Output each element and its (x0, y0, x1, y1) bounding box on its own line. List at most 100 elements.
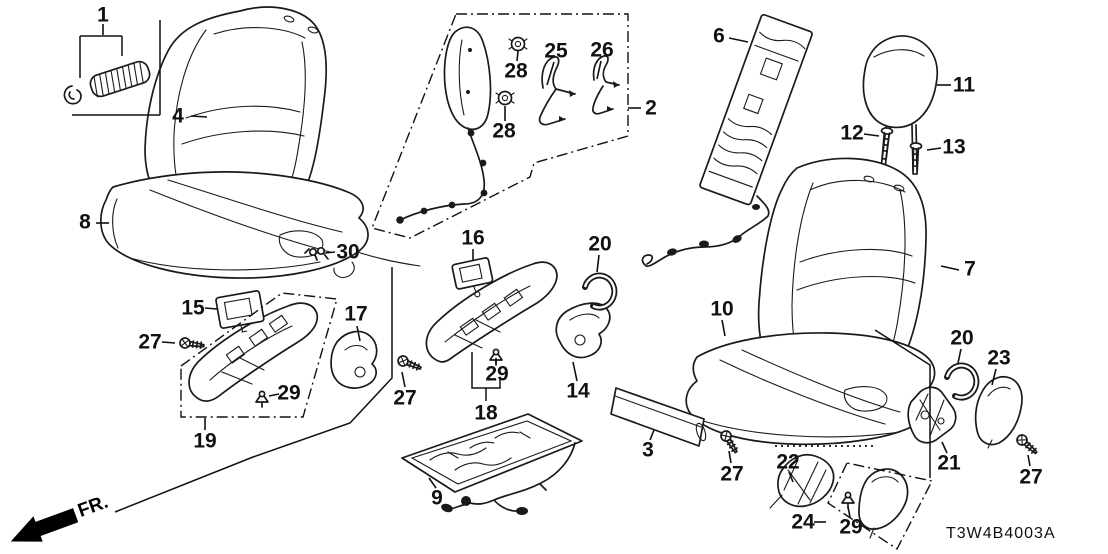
side-panel-inner-sketch (425, 261, 558, 363)
diagram-line (874, 329, 931, 478)
leader-line (728, 37, 749, 43)
callout-29[interactable]: 29 (485, 363, 508, 386)
callout-21[interactable]: 21 (937, 452, 961, 475)
fr-arrow: FR. (10, 492, 111, 542)
heater-pad-back-sketch (641, 13, 813, 268)
leader-line (428, 477, 437, 489)
cover-17-sketch (330, 330, 378, 389)
diagram-line (180, 292, 338, 418)
ring-20-sketch (582, 272, 618, 311)
headrest-guide-sketch (880, 127, 894, 160)
leader-line (1027, 454, 1031, 467)
diagram-line (827, 462, 934, 551)
callout-24[interactable]: 24 (791, 511, 815, 534)
leader-line (356, 325, 361, 342)
trim-strip-3-sketch (610, 387, 707, 447)
callout-4[interactable]: 4 (172, 105, 184, 128)
leader-line (546, 61, 555, 86)
leader-line (957, 348, 962, 364)
callout-25[interactable]: 25 (544, 40, 568, 63)
leader-line (721, 319, 726, 337)
callout-3[interactable]: 3 (642, 439, 654, 462)
switch-15-sketch (215, 290, 265, 333)
screw-sketch (1016, 434, 1038, 455)
clip-30-sketch (304, 246, 329, 261)
fr-arrow-icon (10, 508, 79, 542)
leader-line (847, 506, 851, 518)
callout-20[interactable]: 20 (588, 233, 611, 256)
leader-line (401, 371, 406, 388)
leader-line (596, 254, 600, 273)
leader-line (572, 361, 578, 382)
callout-28[interactable]: 28 (504, 60, 528, 83)
airbag-module-sketch (396, 26, 492, 224)
bracket-21-sketch (907, 386, 957, 444)
leader-line (728, 450, 732, 464)
diagram-code: T3W4B4003A (946, 525, 1056, 542)
leader-line (596, 60, 602, 80)
screw-sketch (720, 430, 738, 454)
switch-16-sketch (451, 257, 494, 298)
callout-30[interactable]: 30 (336, 241, 359, 264)
callout-27[interactable]: 27 (393, 387, 416, 410)
leader-line (926, 147, 942, 151)
leader-line (324, 251, 336, 254)
callout-27[interactable]: 27 (138, 331, 161, 354)
callout-7[interactable]: 7 (964, 258, 976, 281)
leader-line (204, 307, 218, 310)
callout-28[interactable]: 28 (492, 120, 516, 143)
leader-line (940, 265, 960, 271)
leader-line (516, 50, 519, 62)
ring-20-sketch (944, 362, 980, 401)
callout-12[interactable]: 12 (840, 122, 863, 145)
callout-14[interactable]: 14 (566, 380, 590, 403)
clip-sketch (255, 390, 269, 408)
callout-16[interactable]: 16 (461, 227, 484, 250)
screw-sketch (179, 337, 205, 350)
bracket-26-sketch (592, 55, 620, 115)
headrest-guide-sketch (909, 142, 923, 175)
callout-9[interactable]: 9 (431, 487, 443, 510)
seat-cushion-right-sketch (685, 332, 936, 446)
callout-18[interactable]: 18 (474, 402, 498, 425)
callout-17[interactable]: 17 (344, 303, 367, 326)
leader-line (788, 471, 794, 483)
seat-cushion-left-sketch (100, 171, 369, 279)
callout-20[interactable]: 20 (950, 327, 973, 350)
side-panel-outer-sketch (188, 302, 319, 402)
callout-19[interactable]: 19 (193, 430, 216, 453)
leader-line (268, 393, 280, 397)
nut-sketch (508, 36, 528, 52)
leader-line (991, 368, 997, 386)
coil-spring-sketch (63, 60, 151, 105)
heater-pad-cushion-sketch (401, 413, 583, 515)
callout-11[interactable]: 11 (953, 74, 976, 97)
leader-line (161, 341, 176, 344)
nut-sketch (495, 90, 515, 106)
callout-22[interactable]: 22 (776, 451, 799, 474)
callout-15[interactable]: 15 (181, 297, 205, 320)
screw-sketch (397, 355, 422, 371)
leader-line (649, 429, 655, 441)
callout-23[interactable]: 23 (987, 347, 1010, 370)
leader-line (941, 441, 948, 454)
callout-27[interactable]: 27 (720, 463, 743, 486)
fr-label: FR. (75, 492, 111, 522)
headrest-sketch (862, 35, 939, 171)
callout-29[interactable]: 29 (839, 516, 862, 539)
leader-line (863, 133, 880, 137)
callout-1[interactable]: 1 (97, 4, 109, 27)
callout-26[interactable]: 26 (590, 39, 613, 62)
diagram-line (114, 267, 393, 513)
callout-10[interactable]: 10 (710, 298, 733, 321)
callout-8[interactable]: 8 (79, 211, 91, 234)
callout-2[interactable]: 2 (645, 97, 657, 120)
callout-29[interactable]: 29 (277, 382, 300, 405)
callout-27[interactable]: 27 (1019, 466, 1042, 489)
callout-6[interactable]: 6 (713, 25, 725, 48)
diagram-line (371, 13, 629, 239)
callout-13[interactable]: 13 (942, 136, 965, 159)
cover-24-sketch (858, 468, 909, 539)
